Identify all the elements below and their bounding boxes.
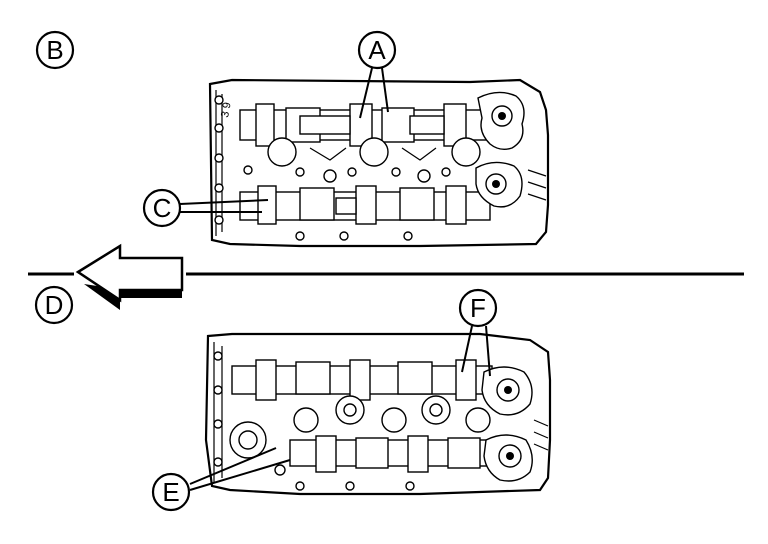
callout-d: D — [34, 285, 74, 325]
leader-e-2 — [189, 459, 291, 491]
svg-text:A: A — [368, 35, 386, 65]
svg-text:C: C — [153, 193, 172, 223]
svg-text:B: B — [46, 35, 63, 65]
left-arrow-icon — [75, 243, 184, 310]
leader-f-1 — [461, 325, 473, 373]
svg-text:E: E — [162, 477, 179, 507]
callout-b: B — [35, 30, 75, 70]
callout-f: F — [458, 288, 498, 328]
leader-e-1 — [189, 447, 277, 485]
callout-a: A — [357, 30, 397, 70]
leader-a-1 — [359, 67, 373, 119]
callout-e: E — [151, 472, 191, 512]
cylinder-head-bank-d — [204, 332, 552, 496]
cylinder-head-bank-b: 3 9 — [208, 78, 550, 248]
leader-a-2 — [381, 67, 389, 113]
svg-text:D: D — [45, 290, 64, 320]
leader-c-1 — [179, 199, 269, 205]
leader-f-2 — [485, 325, 491, 377]
callout-c: C — [142, 188, 182, 228]
svg-text:F: F — [470, 293, 486, 323]
svg-text:3 9: 3 9 — [219, 101, 233, 118]
